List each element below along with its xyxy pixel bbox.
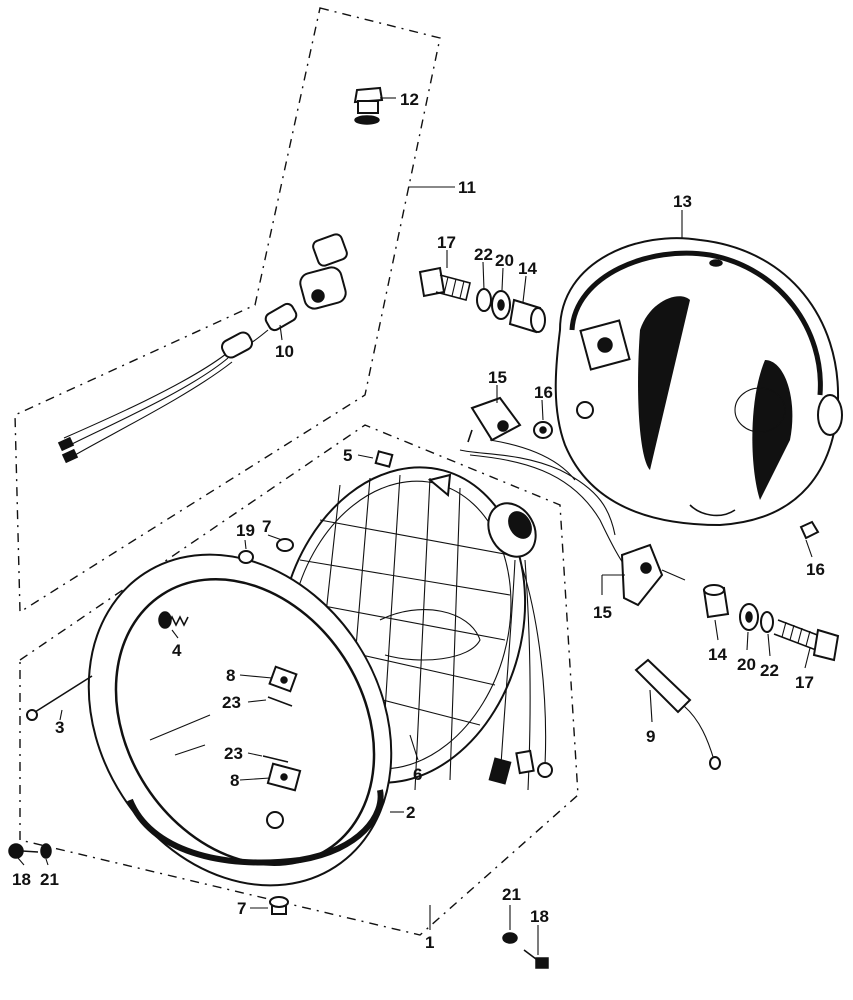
part-21-washer-left [40, 843, 52, 859]
part-20-washer-right [739, 603, 759, 631]
callout-14-top: 14 [518, 259, 537, 278]
callout-16-right: 16 [806, 560, 825, 579]
callout-1: 1 [425, 933, 434, 952]
part-6-bulb-socket [487, 502, 553, 791]
callout-4: 4 [172, 641, 182, 660]
part-8-clip-upper [268, 665, 298, 693]
wiring-harness [459, 439, 629, 571]
callout-labels: 12 11 10 13 17 22 20 14 15 16 5 15 16 14… [12, 90, 825, 952]
part-14-collar-top [508, 298, 546, 334]
callout-5: 5 [343, 446, 352, 465]
callout-20-top: 20 [495, 251, 514, 270]
callout-15-top: 15 [488, 368, 507, 387]
part-22-washer-top [476, 288, 492, 312]
part-7-screw-lower [269, 896, 289, 915]
group-frame-1 [19, 424, 579, 936]
callout-10: 10 [275, 342, 294, 361]
part-20-washer-top [491, 290, 511, 320]
callout-3: 3 [55, 718, 64, 737]
callout-19: 19 [236, 521, 255, 540]
callout-21-left: 21 [40, 870, 59, 889]
part-4-spring [158, 611, 189, 629]
part-9-connector [634, 658, 721, 770]
callout-21-bottom: 21 [502, 885, 521, 904]
part-19-washer [238, 550, 254, 564]
callout-22-right: 22 [760, 661, 779, 680]
part-2-headlight-rim [87, 553, 393, 887]
part-22-washer-right [760, 611, 774, 633]
callout-20-right: 20 [737, 655, 756, 674]
leader-lines [17, 97, 813, 955]
part-10-connector [264, 302, 298, 332]
callout-23-lower: 23 [224, 744, 243, 763]
part-14-collar-right [702, 584, 730, 619]
callout-7-upper: 7 [262, 517, 271, 536]
part-16-grommet-top [533, 421, 553, 439]
callout-13: 13 [673, 192, 692, 211]
part-18-bolt-left [8, 843, 39, 859]
callout-16-top: 16 [534, 383, 553, 402]
callout-22-top: 22 [474, 245, 493, 264]
part-23-screw-upper [267, 696, 293, 707]
callout-6: 6 [413, 765, 422, 784]
part-18-bolt-bottom [523, 949, 549, 969]
part-21-washer-bottom [502, 932, 518, 944]
part-7-screw-upper [276, 538, 294, 552]
callout-9: 9 [646, 727, 655, 746]
part-11-cable-fitting [299, 233, 348, 310]
callout-14-right: 14 [708, 645, 727, 664]
part-8-clip-lower [266, 762, 302, 792]
part-23-screw-lower [262, 755, 289, 763]
part-17-bolt-right [773, 619, 840, 662]
callout-18-bottom: 18 [530, 907, 549, 926]
part-15-bracket-lower [620, 543, 686, 607]
part-17-bolt-top [418, 266, 471, 301]
group-frame-11 [14, 7, 441, 614]
callout-15-lower: 15 [593, 603, 612, 622]
callout-23-upper: 23 [222, 693, 241, 712]
callout-17-right: 17 [795, 673, 814, 692]
part-15-bracket-upper [467, 396, 522, 443]
part-3-screw [26, 675, 93, 721]
part-5-nut [374, 450, 394, 468]
callout-7-lower: 7 [237, 899, 246, 918]
part-13-headlight-case [554, 237, 843, 527]
callout-8-lower: 8 [230, 771, 239, 790]
callout-2: 2 [406, 803, 415, 822]
part-16-grommet-right [799, 520, 820, 540]
callout-17-top: 17 [437, 233, 456, 252]
callout-12: 12 [400, 90, 419, 109]
callout-11: 11 [458, 178, 476, 197]
callout-18-left: 18 [12, 870, 31, 889]
callout-8-upper: 8 [226, 666, 235, 685]
part-12-bolt [353, 86, 384, 125]
cable-leads [57, 329, 269, 464]
